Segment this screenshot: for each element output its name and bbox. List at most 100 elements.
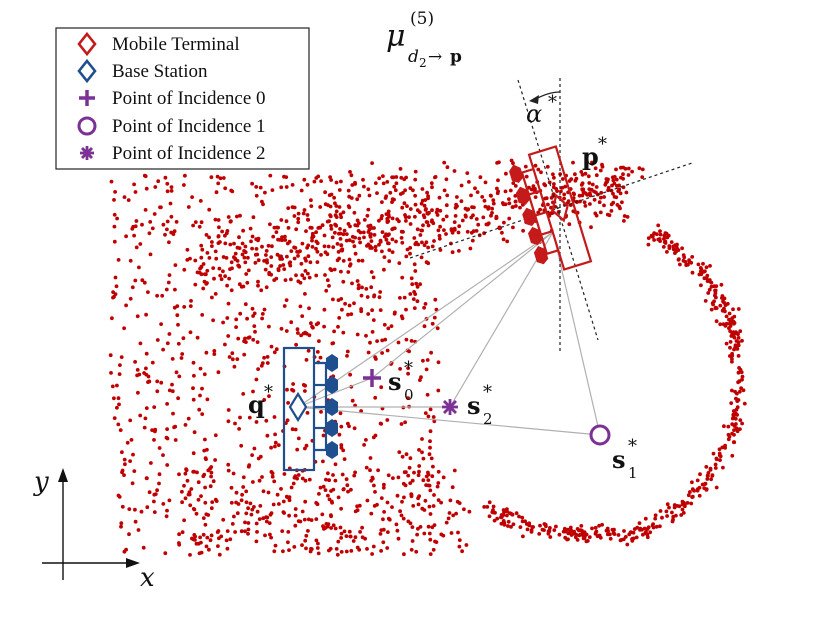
- cloud-point: [626, 173, 631, 177]
- mobile-terminal-elements: [509, 164, 549, 265]
- cloud-point: [250, 246, 255, 251]
- cloud-point: [730, 422, 735, 427]
- cloud-point: [143, 416, 148, 421]
- cloud-point: [262, 259, 266, 263]
- cloud-point: [251, 389, 255, 394]
- cloud-point: [124, 303, 128, 308]
- cloud-point: [115, 216, 119, 221]
- cloud-point: [279, 185, 284, 190]
- cloud-point: [316, 174, 321, 179]
- cloud-point: [577, 193, 582, 198]
- cloud-point: [551, 192, 556, 197]
- cloud-point: [142, 425, 147, 430]
- cloud-point: [462, 507, 466, 512]
- cloud-point: [265, 355, 270, 359]
- cloud-point: [334, 209, 339, 214]
- cloud-point: [112, 416, 117, 420]
- cloud-point: [652, 238, 656, 242]
- cloud-point: [389, 324, 394, 328]
- cloud-point: [583, 171, 588, 176]
- cloud-point: [217, 266, 222, 271]
- cloud-point: [475, 190, 480, 195]
- cloud-point: [431, 464, 435, 469]
- cloud-point: [406, 366, 410, 370]
- cloud-point: [147, 231, 152, 236]
- cloud-point: [341, 210, 346, 215]
- cloud-point: [298, 249, 302, 254]
- cloud-point: [562, 526, 567, 531]
- cloud-point: [119, 355, 124, 359]
- cloud-point: [641, 532, 645, 537]
- cloud-point: [627, 532, 632, 537]
- cloud-point: [294, 273, 298, 278]
- cloud-point: [409, 339, 414, 343]
- cloud-point: [509, 525, 513, 529]
- cloud-point: [453, 214, 458, 218]
- cloud-point: [728, 321, 733, 325]
- cloud-point: [306, 271, 310, 276]
- cloud-point: [133, 224, 138, 229]
- legend-label-mobile-terminal: Mobile Terminal: [112, 34, 240, 55]
- cloud-point: [371, 275, 376, 280]
- cloud-point: [675, 246, 679, 251]
- cloud-point: [355, 508, 360, 513]
- cloud-point: [283, 238, 288, 242]
- cloud-point: [226, 334, 231, 338]
- cloud-point: [323, 202, 328, 207]
- cloud-point: [198, 393, 202, 398]
- cloud-point: [221, 255, 226, 259]
- cloud-point: [366, 224, 371, 229]
- cloud-point: [412, 470, 416, 475]
- cloud-point: [153, 492, 158, 496]
- cloud-point: [254, 193, 259, 198]
- cloud-point: [320, 512, 325, 517]
- cloud-point: [426, 194, 430, 199]
- cloud-point: [488, 193, 493, 198]
- cloud-point: [235, 357, 240, 361]
- cloud-point: [287, 495, 292, 500]
- svg-text:α: α: [526, 100, 542, 128]
- cloud-point: [134, 219, 139, 223]
- cloud-point: [132, 233, 137, 238]
- cloud-point: [719, 282, 724, 287]
- cloud-point: [411, 504, 416, 508]
- cloud-point: [393, 310, 397, 315]
- cloud-point: [518, 205, 522, 210]
- cloud-point: [280, 257, 284, 261]
- cloud-point: [428, 488, 433, 493]
- cloud-point: [697, 493, 702, 498]
- cloud-point: [328, 175, 332, 180]
- cloud-point: [480, 195, 485, 199]
- cloud-point: [323, 488, 328, 492]
- cloud-point: [594, 173, 599, 178]
- cloud-point: [728, 340, 733, 344]
- cloud-point: [344, 232, 349, 237]
- cloud-point: [349, 173, 354, 178]
- legend-plus-icon: [79, 90, 95, 106]
- cloud-point: [230, 522, 235, 526]
- cloud-point: [442, 188, 447, 193]
- cloud-point: [344, 238, 349, 243]
- cloud-point: [207, 207, 212, 212]
- cloud-point: [304, 533, 309, 538]
- cloud-point: [130, 226, 135, 231]
- cloud-point: [398, 509, 402, 514]
- cloud-point: [272, 225, 277, 230]
- cloud-point: [224, 538, 229, 543]
- cloud-point: [444, 203, 449, 208]
- cloud-point: [357, 236, 362, 241]
- cloud-point: [204, 544, 209, 549]
- cloud-point: [336, 324, 340, 329]
- cloud-point: [250, 507, 255, 512]
- cloud-point: [733, 416, 738, 421]
- cloud-point: [653, 516, 658, 521]
- cloud-point: [587, 535, 592, 539]
- cloud-point: [314, 273, 319, 278]
- cloud-point: [568, 525, 573, 530]
- cloud-point: [575, 538, 580, 542]
- cloud-point: [386, 516, 391, 521]
- cloud-point: [583, 204, 588, 208]
- cloud-point: [203, 456, 208, 461]
- cloud-point: [381, 485, 386, 490]
- cloud-point: [352, 301, 356, 306]
